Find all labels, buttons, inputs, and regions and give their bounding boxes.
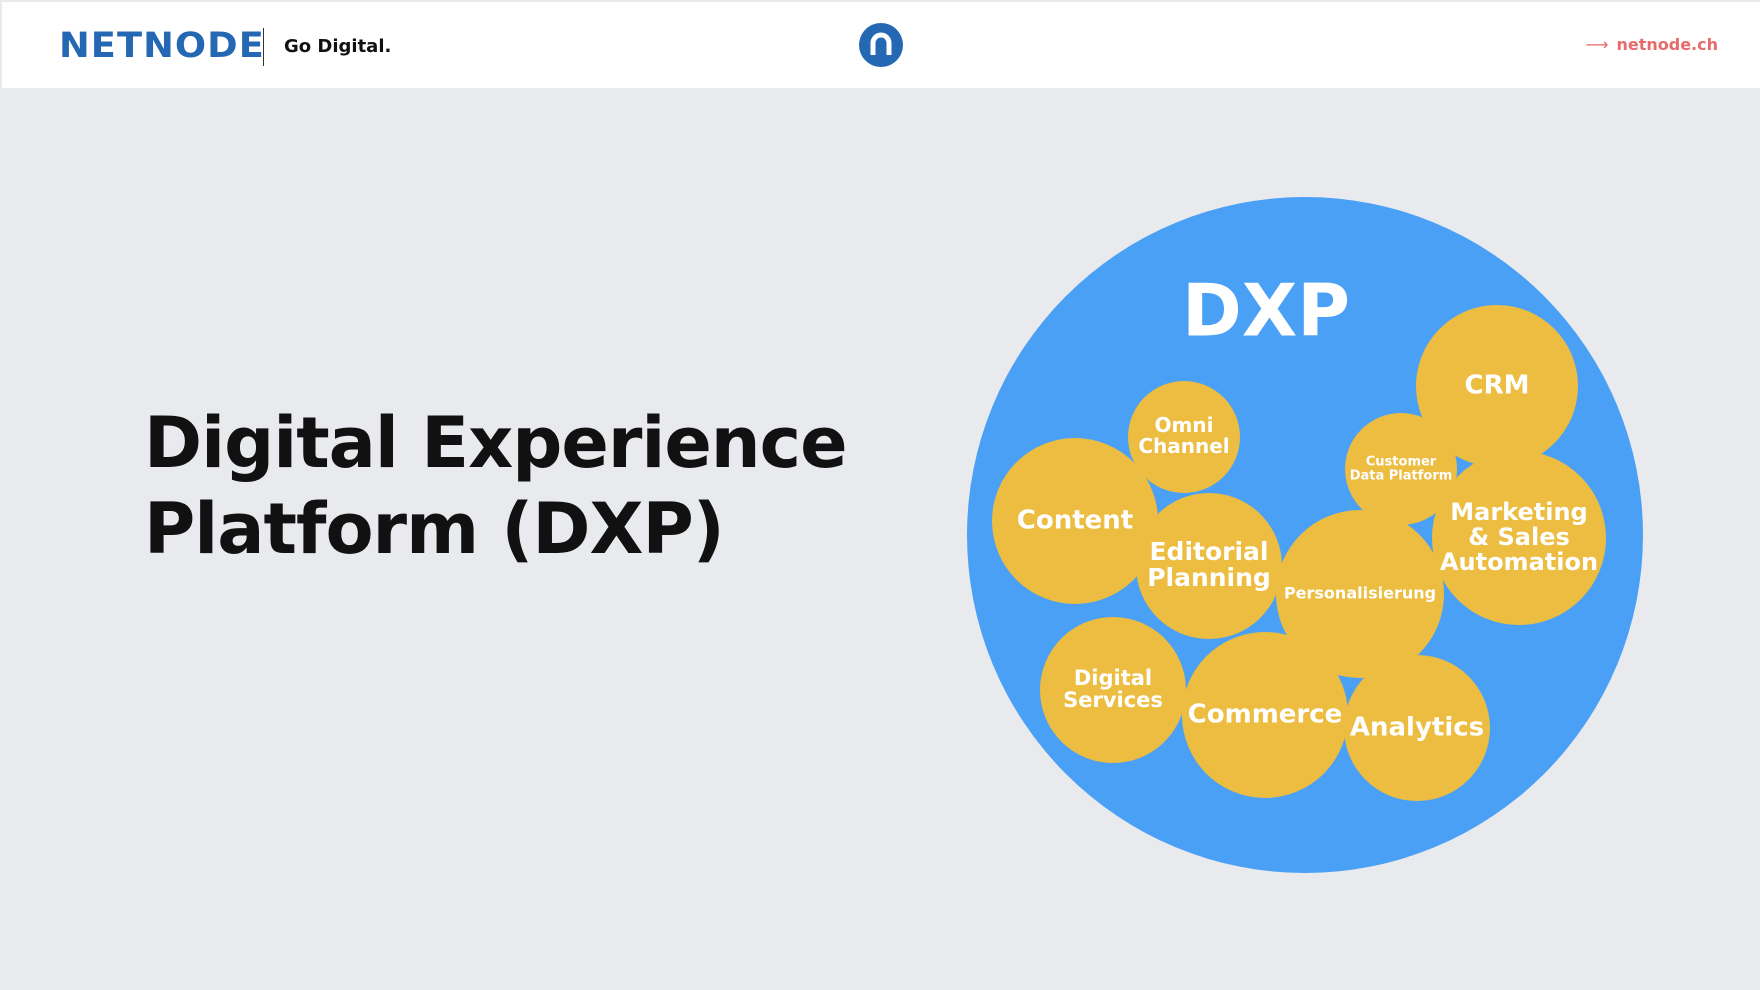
bubble-circle (1136, 493, 1282, 639)
bubble-label: Automation (1440, 548, 1598, 576)
arrow-right-icon: ⟶ (1585, 35, 1609, 54)
netnode-n-icon[interactable] (859, 23, 903, 67)
website-link-label: netnode.ch (1616, 35, 1718, 54)
bubble-label: Personalisierung (1284, 584, 1436, 603)
bubble-label: Services (1063, 688, 1163, 712)
bubble-label: & Sales (1468, 523, 1570, 551)
bubble-personalisierung: Personalisierung (1276, 510, 1444, 678)
bubble-circle (1345, 413, 1457, 525)
bubble-commerce: Commerce (1182, 632, 1348, 798)
bubble-label: CRM (1465, 371, 1530, 401)
bubble-label: Marketing (1450, 498, 1587, 526)
page-title-line-2: Platform (DXP) (144, 488, 725, 570)
page-title: Digital Experience Platform (DXP) (144, 400, 848, 572)
dxp-title: DXP (1182, 269, 1350, 353)
bubble-circle (1432, 451, 1606, 625)
website-link[interactable]: ⟶ netnode.ch (1586, 35, 1718, 54)
page-title-line-1: Digital Experience (144, 402, 848, 484)
bubble-label: Content (1017, 506, 1133, 536)
bubble-label: Channel (1138, 434, 1229, 458)
bubble-label: Planning (1147, 563, 1271, 592)
header: NETNODE Go Digital. ⟶ netnode.ch (0, 0, 1760, 88)
header-divider (263, 28, 264, 66)
bubble-circle (1344, 655, 1490, 801)
bubble-label: Commerce (1188, 700, 1343, 730)
bubble-label: Analytics (1350, 713, 1484, 743)
tagline: Go Digital. (284, 36, 392, 57)
bubble-label: Omni (1155, 413, 1214, 437)
bubble-content: Content (992, 438, 1158, 604)
bubble-label: Digital (1074, 666, 1152, 690)
bubble-label: Data Platform (1350, 468, 1453, 483)
bubble-circle (992, 438, 1158, 604)
bubble-circle (1040, 617, 1186, 763)
bubble-circle (1128, 381, 1240, 493)
bubble-label: Customer (1366, 455, 1437, 470)
bubble-circle (1416, 305, 1578, 467)
bubble-circle (1182, 632, 1348, 798)
netnode-logo[interactable]: NETNODE (59, 26, 265, 66)
bubble-crm: CRM (1416, 305, 1578, 467)
bubble-label: Editorial (1149, 537, 1268, 566)
bubble-analytics: Analytics (1344, 655, 1490, 801)
bubble-circle (1276, 510, 1444, 678)
